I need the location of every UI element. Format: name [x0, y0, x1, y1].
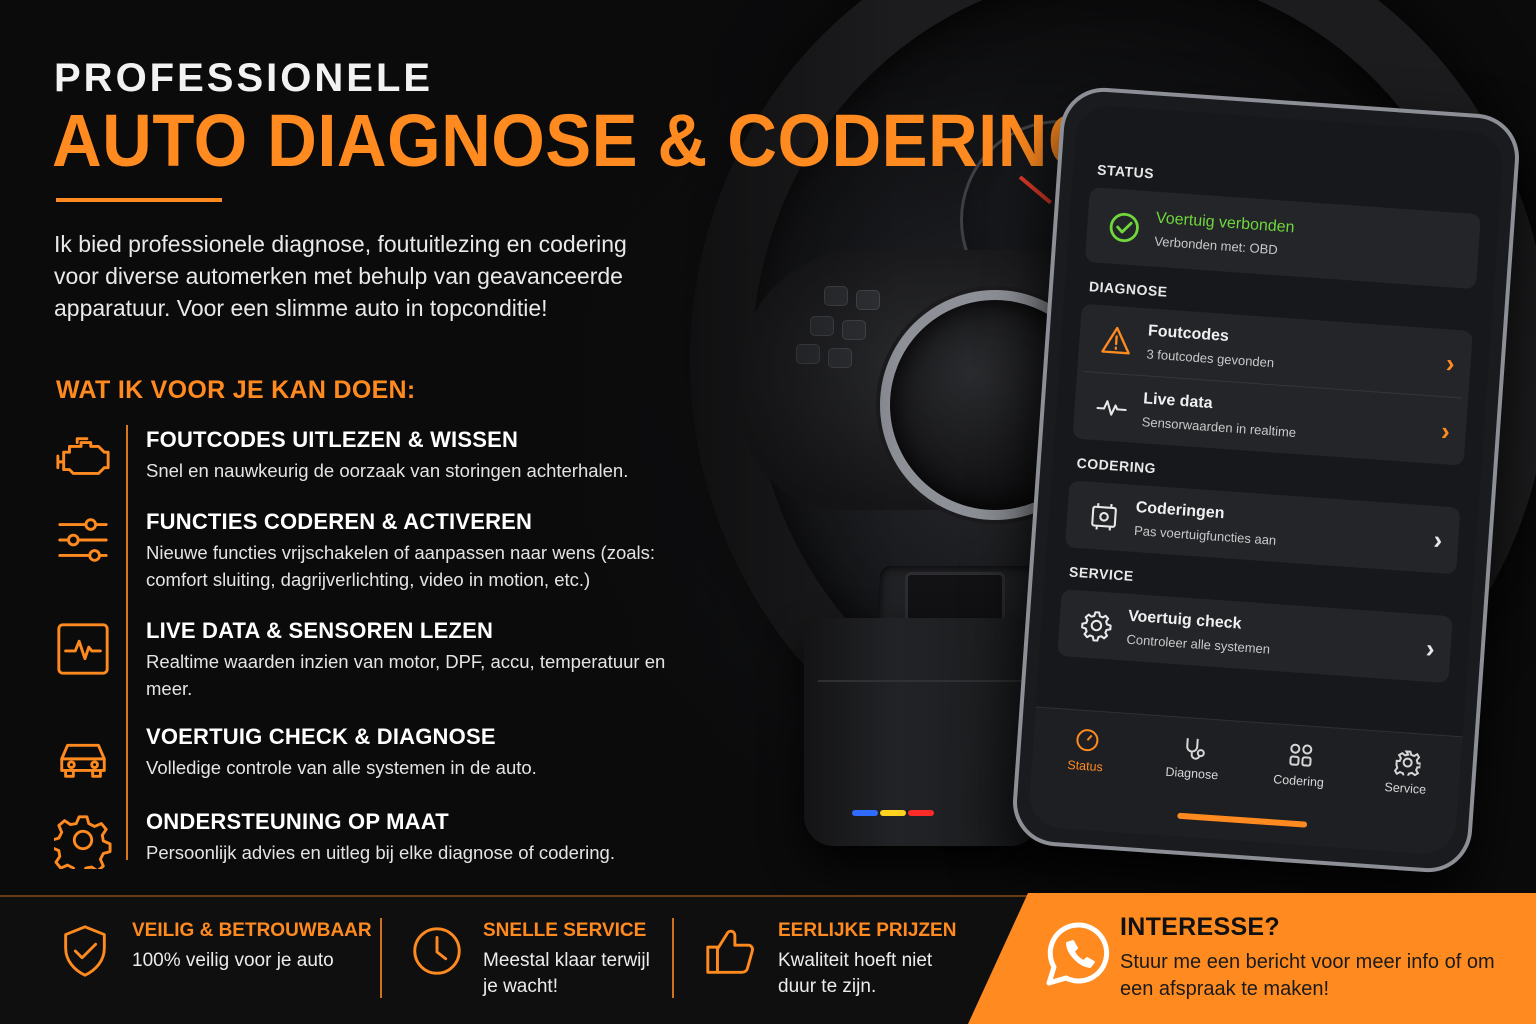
obd-led-blue [852, 810, 878, 816]
car-icon [50, 722, 116, 788]
status-title: Voertuig verbonden [1155, 209, 1296, 237]
feature-veilig: VEILIG & BETROUWBAAR 100% veilig voor je… [54, 918, 372, 1008]
feature-desc: Kwaliteit hoeft niet duur te zijn. [778, 950, 933, 997]
obd-dongle-plug [905, 572, 1005, 624]
service-title: FUNCTIES CODEREN & ACTIVEREN [146, 509, 533, 534]
warning-triangle-icon [1094, 321, 1138, 358]
chevron-right-icon: › [1444, 347, 1456, 378]
obd-led-red [908, 810, 934, 816]
tab-diagnose[interactable]: Diagnose [1147, 732, 1234, 840]
smartphone: STATUS Voertuig verbonden Verbonden met:… [1010, 84, 1522, 876]
chevron-right-icon: › [1440, 415, 1451, 446]
intro-text: Ik bied professionele diagnose, foutuitl… [54, 231, 627, 321]
feature-desc: Meestal klaar terwijl je wacht! [483, 950, 650, 997]
check-circle-icon [1102, 209, 1146, 246]
title-underline [56, 198, 222, 202]
live-data-row[interactable]: Live data Sensorwaarden in realtime › [1078, 370, 1463, 466]
feature-desc: 100% veilig voor je auto [132, 950, 334, 971]
service-desc: Snel en nauwkeurig de oorzaak van storin… [146, 460, 629, 481]
thumbs-up-icon [700, 920, 762, 982]
foutcodes-subtitle: 3 foutcodes gevonden [1145, 346, 1275, 371]
service-desc: Realtime waarden inzien van motor, DPF, … [146, 651, 666, 699]
stethoscope-icon [1185, 738, 1205, 760]
feature-title: VEILIG & BETROUWBAAR [132, 920, 372, 941]
clock-icon [406, 920, 468, 982]
status-subtitle: Verbonden met: OBD [1153, 233, 1279, 258]
chevron-right-icon: › [1424, 632, 1436, 664]
obd-dongle-body [804, 618, 1040, 846]
voertuig-check-title: Voertuig check [1127, 607, 1242, 633]
services-heading: WAT IK VOOR JE KAN DOEN: [56, 376, 416, 404]
tab-label: Service [1384, 780, 1427, 797]
gear-icon [1074, 607, 1118, 644]
tab-service[interactable]: Service [1361, 747, 1448, 855]
page-title: AUTO DIAGNOSE & CODERING [52, 99, 1102, 182]
obd-dongle-seam [818, 680, 1024, 682]
services-divider-line [126, 425, 128, 860]
tab-label: Codering [1272, 772, 1325, 790]
cta-panel[interactable]: INTERESSE? Stuur me een bericht voor mee… [968, 893, 1536, 1024]
service-desc: Volledige controle van alle systemen in … [146, 757, 537, 778]
sliders-icon [50, 507, 116, 573]
tab-label: Status [1066, 757, 1104, 775]
gauge-icon [1075, 729, 1098, 752]
feature-divider [672, 918, 674, 998]
pulse-monitor-icon [50, 616, 116, 682]
shield-check-icon [54, 920, 116, 982]
service-desc: Nieuwe functies vrijschakelen of aanpass… [146, 542, 656, 590]
feature-divider [380, 918, 382, 998]
tab-codering[interactable]: Codering [1254, 739, 1341, 847]
status-card[interactable]: Voertuig verbonden Verbonden met: OBD [1084, 187, 1482, 290]
live-data-title: Live data [1142, 390, 1214, 413]
service-title: LIVE DATA & SENSOREN LEZEN [146, 618, 494, 643]
tab-label: Diagnose [1164, 764, 1219, 783]
cta-title: INTERESSE? [1120, 913, 1280, 941]
whatsapp-icon [1046, 922, 1110, 986]
codering-card: Coderingen Pas voertuigfuncties aan › [1064, 480, 1461, 575]
module-icon [1082, 498, 1126, 535]
coderingen-title: Coderingen [1135, 499, 1226, 523]
service-title: VOERTUIG CHECK & DIAGNOSE [146, 724, 496, 749]
live-data-subtitle: Sensorwaarden in realtime [1141, 414, 1297, 440]
grid-icon [1288, 743, 1312, 767]
feature-title: EERLIJKE PRIJZEN [778, 920, 957, 941]
foutcodes-row[interactable]: Foutcodes 3 foutcodes gevonden › [1083, 304, 1467, 397]
feature-snel: SNELLE SERVICE Meestal klaar terwijl je … [406, 918, 666, 1008]
voertuig-check-subtitle: Controleer alle systemen [1126, 631, 1271, 657]
service-desc: Persoonlijk advies en uitleg bij elke di… [146, 842, 615, 863]
service-card: Voertuig check Controleer alle systemen … [1057, 589, 1453, 684]
service-title: ONDERSTEUNING OP MAAT [146, 809, 449, 834]
coderingen-subtitle: Pas voertuigfuncties aan [1133, 522, 1277, 548]
pulse-icon [1090, 389, 1134, 426]
coderingen-row[interactable]: Coderingen Pas voertuigfuncties aan › [1071, 481, 1455, 574]
tab-status[interactable]: Status [1041, 724, 1128, 832]
pre-title: PROFESSIONELE [54, 56, 434, 100]
tab-bar: Status Diagnose Codering Service [1027, 706, 1463, 857]
foutcodes-title: Foutcodes [1147, 322, 1230, 346]
cta-desc: Stuur me een bericht voor meer info of o… [1120, 951, 1495, 1000]
gear-icon [50, 807, 116, 873]
chevron-right-icon: › [1432, 523, 1444, 555]
voertuig-check-row[interactable]: Voertuig check Controleer alle systemen … [1063, 589, 1447, 682]
engine-icon [50, 425, 116, 491]
obd-led-yellow [880, 810, 906, 816]
gear-icon [1393, 750, 1422, 777]
phone-screen: STATUS Voertuig verbonden Verbonden met:… [1027, 103, 1505, 857]
feature-prijzen: EERLIJKE PRIJZEN Kwaliteit hoeft niet du… [700, 918, 970, 1008]
diagnose-card: Foutcodes 3 foutcodes gevonden › Live da… [1072, 303, 1473, 466]
left-overlay-fade [0, 0, 900, 900]
service-title: FOUTCODES UITLEZEN & WISSEN [146, 427, 519, 452]
feature-title: SNELLE SERVICE [483, 920, 647, 941]
